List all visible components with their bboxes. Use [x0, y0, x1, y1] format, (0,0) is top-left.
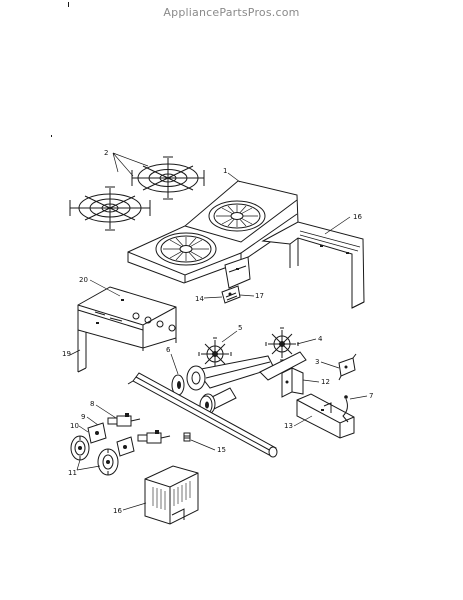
- heat-shield[interactable]: [144, 465, 199, 525]
- callout-label: 1: [223, 167, 227, 175]
- callout-1: 1: [223, 167, 241, 183]
- support-bracket[interactable]: [281, 367, 304, 398]
- callout-8: 8: [90, 400, 117, 419]
- callout-label: 4: [318, 335, 323, 343]
- orifice-fitting[interactable]: [183, 432, 191, 442]
- callout-label: 19: [62, 350, 71, 358]
- callout-label: 12: [321, 378, 330, 386]
- callout-label: 13: [284, 422, 293, 430]
- callout-label: 17: [255, 292, 264, 300]
- callout-19: 19: [62, 349, 81, 358]
- callout-label: 20: [79, 276, 88, 284]
- burner-grate-back[interactable]: [131, 156, 205, 200]
- callout-3: 3: [315, 358, 340, 369]
- callout-10: 10: [70, 422, 89, 433]
- callout-label: 3: [315, 358, 319, 366]
- ignitor-bracket[interactable]: [338, 353, 357, 381]
- callout-label: 5: [238, 324, 242, 332]
- callout-label: 16: [353, 213, 362, 221]
- knob-bezel-upper[interactable]: [87, 422, 107, 444]
- scan-mark: [51, 135, 52, 137]
- lower-rail[interactable]: [296, 393, 355, 439]
- burner-box-frame[interactable]: [77, 286, 177, 373]
- callout-12: 12: [302, 378, 330, 386]
- callout-7: 7: [349, 392, 373, 400]
- burner-tube-assembly[interactable]: [186, 351, 307, 415]
- callout-13: 13: [284, 415, 313, 430]
- callout-label: 14: [195, 295, 204, 303]
- gas-valve-upper[interactable]: [107, 413, 141, 427]
- watermark-text: AppliancePartsPros.com: [163, 6, 300, 19]
- callout-11: 11: [68, 459, 101, 477]
- callout-6: 6: [166, 346, 179, 375]
- gas-manifold-pipe[interactable]: [127, 372, 278, 458]
- callout-label: 10: [70, 422, 79, 430]
- callout-16-top: 16: [324, 213, 362, 235]
- callout-15-lower: 15: [190, 439, 226, 454]
- callout-label: 8: [90, 400, 94, 408]
- spark-electrode[interactable]: [342, 395, 349, 423]
- callout-label: 11: [68, 469, 77, 477]
- burner-head-left[interactable]: [198, 337, 232, 371]
- callout-label: 6: [166, 346, 171, 354]
- clip-part[interactable]: [221, 285, 241, 304]
- control-knob-lower[interactable]: [97, 448, 119, 476]
- side-panel[interactable]: [261, 221, 365, 309]
- callout-label: 2: [104, 149, 108, 157]
- callout-label: 7: [369, 392, 373, 400]
- control-knob-upper[interactable]: [70, 435, 90, 461]
- air-shutter-upper[interactable]: [171, 374, 185, 396]
- callout-16-bottom: 16: [113, 502, 147, 515]
- callout-5: 5: [221, 324, 242, 343]
- callout-20: 20: [79, 276, 121, 297]
- callout-9: 9: [81, 413, 99, 426]
- callout-label: 16: [113, 507, 122, 515]
- gas-valve-lower[interactable]: [137, 430, 171, 444]
- scan-mark: [68, 2, 69, 7]
- callout-4: 4: [296, 335, 323, 345]
- callout-14: 14: [195, 295, 223, 303]
- mounting-bracket[interactable]: [224, 256, 251, 289]
- burner-grate-front[interactable]: [69, 186, 151, 231]
- callout-2: 2: [104, 149, 149, 177]
- callout-label: 9: [81, 413, 85, 421]
- cooktop-panel[interactable]: [127, 180, 299, 284]
- callout-label: 15: [217, 446, 226, 454]
- knob-bezel-lower[interactable]: [116, 436, 135, 457]
- callout-17: 17: [239, 292, 264, 300]
